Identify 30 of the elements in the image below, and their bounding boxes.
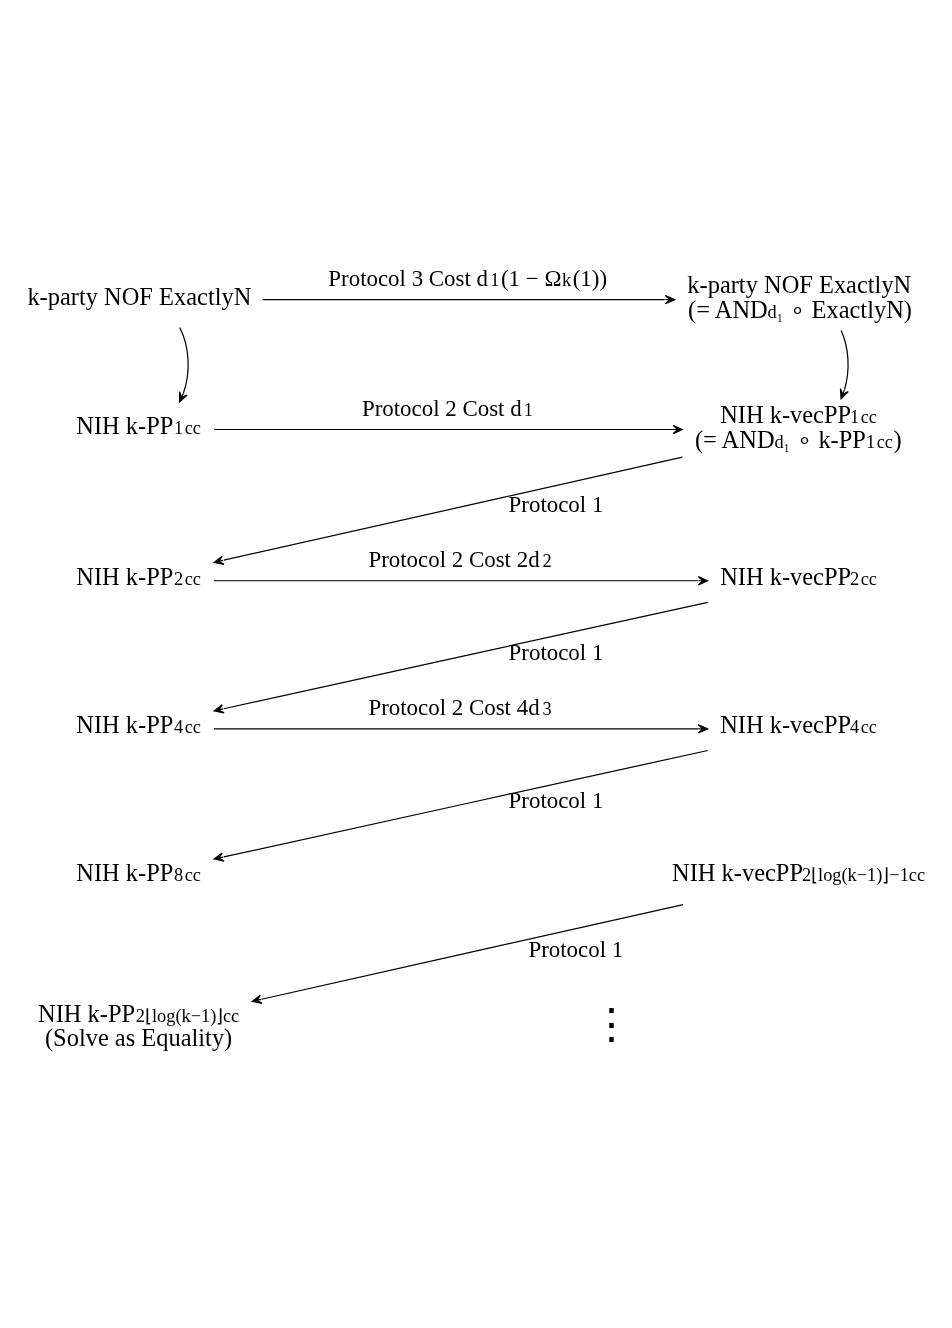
label: ⋮ [589,1000,633,1048]
node-text: NIH k-vecPP4cc [719,711,877,739]
edge-label: Protocol 1 [508,640,603,666]
edge-label: Protocol 3 Cost d1(1 − Ωk(1)) [327,265,607,291]
arrow [212,576,708,586]
edge-label: Protocol 2 Cost 2d2 [367,547,552,572]
node-text: NIH k-vecPP1cc (= ANDd₁ ∘ k-PP1cc) [694,401,902,453]
arrow [261,294,675,305]
arrow [213,456,683,565]
node-text: NIH k-PP8cc [75,859,201,887]
arrow [213,601,708,714]
node-text: NIH k-PP1cc [75,411,201,439]
edge-label: Protocol 1 [508,788,603,814]
node-text: NIH k-vecPP2cc [719,563,877,591]
edge-label: Protocol 2 Cost 4d3 [367,695,552,721]
node-text: NIH k-PP4cc [75,711,201,739]
node-text: NIH k-vecPP2⌊log(k−1)⌋−1cc [671,859,925,887]
edge-label: Protocol 1 [508,492,603,517]
edge-label: Protocol 2 Cost d1 [361,395,533,421]
node-text: k-party NOF ExactlyN [26,283,251,311]
arrow [213,749,708,862]
edge-label: Protocol 1 [527,936,623,962]
node-text: k-party NOF ExactlyN⃗ (= ANDd₁ ∘ ExactlyN) [686,271,930,323]
arrow [251,904,684,1004]
node-text: NIH k-PP2cc [75,563,201,591]
node-text: NIH k-PP2⌊log(k−1)⌋cc (Solve as Equality) [37,999,239,1052]
arrow [212,724,708,734]
arrow [212,424,683,435]
arrow [839,330,849,400]
arrow [178,326,189,403]
